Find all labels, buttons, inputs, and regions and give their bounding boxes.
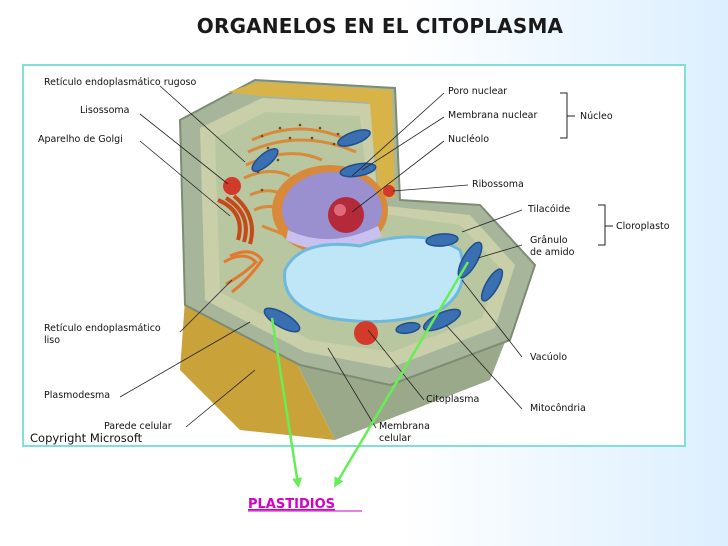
label-poro: Poro nuclear <box>448 86 507 97</box>
label-membrana-celular-1: Membrana <box>379 421 430 432</box>
page-title: ORGANELOS EN EL CITOPLASMA <box>196 14 564 38</box>
label-plasmodesma: Plasmodesma <box>44 390 110 401</box>
nucleus-cutaway <box>286 226 382 251</box>
label-granulo-2: de amido <box>530 247 575 258</box>
labels: Retículo endoplasmático rugoso Lisossoma… <box>30 77 670 445</box>
label-granulo-1: Grânulo <box>530 235 568 246</box>
lysosome <box>223 177 241 195</box>
label-tilacoide: Tilacóide <box>527 204 570 215</box>
plastidios-label: PLASTIDIOS <box>248 497 335 512</box>
label-nucleo: Núcleo <box>580 111 613 122</box>
vacuole <box>283 235 465 324</box>
copyright-text: Copyright Microsoft <box>30 431 143 445</box>
label-golgi: Aparelho de Golgi <box>38 134 123 145</box>
label-reticulo-liso-2: liso <box>44 335 60 346</box>
nucleolus <box>328 197 364 233</box>
label-lisossoma: Lisossoma <box>80 105 129 116</box>
label-citoplasma: Citoplasma <box>426 394 479 405</box>
label-mitocondria: Mitocôndria <box>530 403 586 414</box>
label-reticulo-liso-1: Retículo endoplasmático <box>44 323 161 334</box>
plastidios-arrows <box>270 261 470 488</box>
label-parede: Parede celular <box>104 421 172 432</box>
arrow-left <box>270 317 303 488</box>
cell-wall-bottom <box>180 300 335 440</box>
red-sphere <box>354 321 378 345</box>
label-vacuolo: Vacúolo <box>530 352 567 363</box>
leader-lines <box>119 85 523 429</box>
label-membrana-nuclear: Membrana nuclear <box>448 110 537 121</box>
label-ribossoma: Ribossoma <box>472 179 524 190</box>
label-reticulo-rugoso: Retículo endoplasmático rugoso <box>44 77 196 88</box>
rough-er-dots <box>256 123 340 192</box>
cell-wall-top <box>228 82 395 198</box>
cell-illustration <box>178 78 537 440</box>
label-cloroplasto: Cloroplasto <box>616 221 670 232</box>
golgi-apparatus <box>217 194 254 245</box>
brackets <box>560 92 613 246</box>
label-membrana-celular-2: celular <box>379 433 411 444</box>
smooth-er <box>223 250 264 294</box>
nucleolus-highlight <box>334 204 346 216</box>
label-nucleolo: Nucléolo <box>448 134 489 145</box>
ribosome-sphere <box>383 185 395 197</box>
arrow-right <box>333 261 470 488</box>
